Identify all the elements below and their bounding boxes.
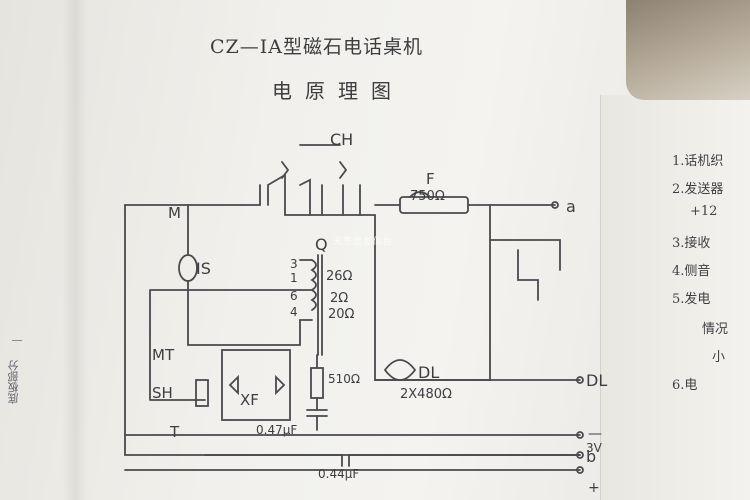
- terminal-label-a: a: [566, 197, 576, 216]
- terminal-plus: [576, 466, 584, 474]
- note-item-5: 5.发电: [672, 292, 711, 307]
- cardboard-corner: [626, 0, 750, 100]
- right-loop: [374, 204, 491, 381]
- terminal-label-3v: 3V: [586, 441, 603, 455]
- transformer-core: [317, 254, 323, 356]
- label-fuse-value: 750Ω: [410, 189, 445, 204]
- label-winding-20: 20Ω: [328, 307, 355, 322]
- rails-power: [124, 434, 581, 471]
- note-item-3: 3.接收: [672, 236, 711, 251]
- ringer-coil: [178, 254, 198, 282]
- bell-contact: [517, 249, 539, 301]
- bell-branch: [489, 239, 561, 271]
- label-t: T: [169, 423, 180, 441]
- switch-blades: [299, 178, 361, 216]
- watermark: 天签信息仙台: [333, 237, 394, 247]
- terminal-a: [551, 201, 559, 209]
- mt-wire: [187, 319, 301, 346]
- label-mt: MT: [152, 346, 175, 364]
- terminal-minus: [576, 431, 584, 439]
- label-fuse: F: [426, 170, 435, 188]
- adjacent-page: [600, 95, 750, 500]
- label-resistor: 510Ω: [328, 372, 360, 386]
- paper-fold: [62, 0, 88, 500]
- transformer-taps: [299, 259, 313, 321]
- transformer-coil: [310, 259, 317, 311]
- resistor-510: [310, 367, 324, 399]
- terminal-label-minus: —: [588, 426, 602, 442]
- switch-contact-2: [339, 161, 348, 179]
- label-dl-value: 2X480Ω: [400, 387, 452, 402]
- label-m: M: [168, 204, 181, 222]
- terminal-dl: [576, 376, 584, 384]
- capacitor-044: [341, 454, 350, 467]
- label-dl-bell: DL: [418, 363, 439, 382]
- margin-mark: [12, 340, 22, 341]
- note-item-6: 6.电: [672, 378, 698, 393]
- label-q: Q: [315, 235, 328, 254]
- label-ch: CH: [330, 130, 353, 149]
- label-pin-3: 3: [290, 257, 298, 271]
- terminal-label-b: b: [586, 447, 596, 466]
- label-pin-6: 6: [290, 289, 298, 303]
- terminal-label-dl: DL: [586, 371, 607, 390]
- fuse-arc: [409, 191, 431, 198]
- note-item-2: 2.发送器: [672, 182, 724, 197]
- label-cap-047: 0.47μF: [256, 423, 297, 437]
- note-item-5c: 小: [712, 350, 726, 365]
- label-pin-4: 4: [290, 305, 298, 319]
- label-winding-2: 2Ω: [330, 291, 348, 306]
- note-item-5b: 情况: [702, 322, 729, 337]
- sh-switch: [195, 379, 209, 407]
- rectifier-box: [221, 349, 291, 421]
- label-sh: SH: [152, 384, 173, 402]
- rectifier-diodes: [228, 374, 286, 396]
- label-is: IS: [196, 259, 211, 278]
- document-title: CZ—IA型磁石电话桌机: [210, 36, 423, 58]
- bell-symbol: [383, 359, 417, 381]
- document-subtitle: 电原理图: [272, 79, 404, 103]
- label-cap-044: 0.44μF: [318, 467, 359, 481]
- magneto-wire: [124, 184, 261, 206]
- switch-blade-1: [267, 174, 286, 216]
- note-item-2b: +12: [690, 204, 718, 219]
- note-item-1: 1.话机织: [672, 154, 724, 169]
- terminal-label-plus: +: [588, 480, 600, 496]
- label-xf: XF: [240, 391, 259, 409]
- note-item-4: 4.侧音: [672, 264, 711, 279]
- label-winding-26: 26Ω: [326, 269, 353, 284]
- terminal-b: [576, 451, 584, 459]
- label-pin-1: 1: [290, 271, 298, 285]
